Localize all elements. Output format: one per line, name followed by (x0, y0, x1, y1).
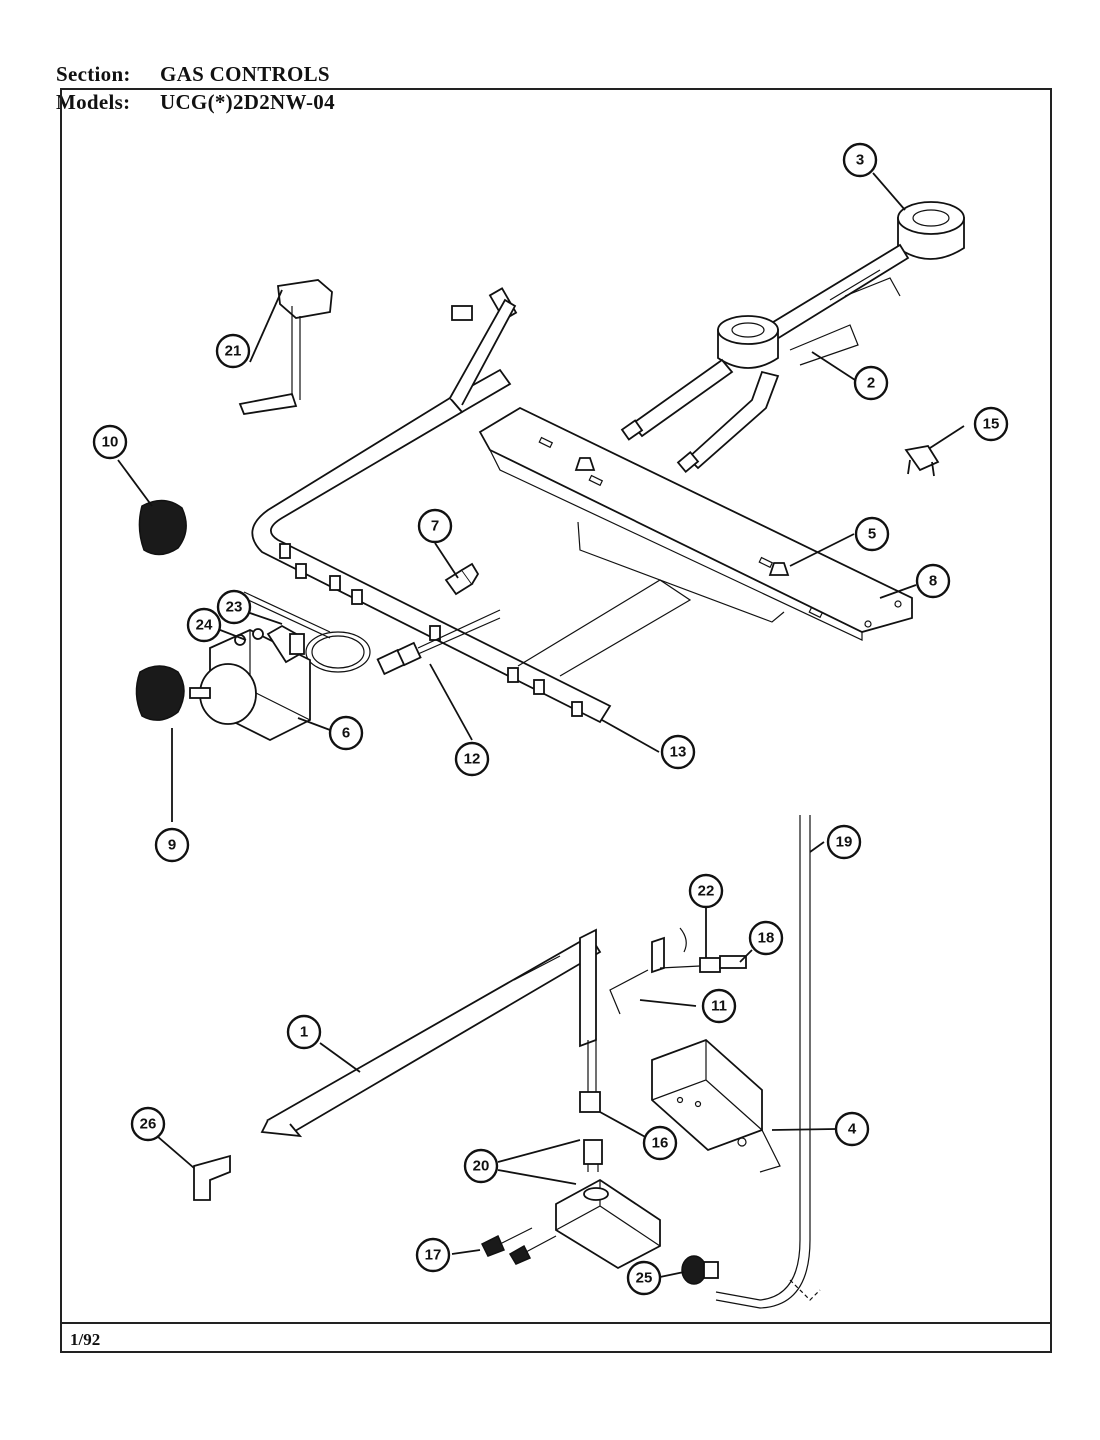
part-15-clip (904, 445, 940, 477)
part-9-knob (135, 665, 185, 721)
svg-text:20: 20 (473, 1158, 490, 1175)
svg-text:21: 21 (225, 343, 242, 360)
part-12-pilot-tube (376, 609, 501, 676)
part-11-18-22-ignitor (609, 927, 747, 1015)
svg-text:26: 26 (140, 1116, 157, 1133)
svg-text:2: 2 (867, 375, 875, 392)
models-value: UCG(*)2D2NW-04 (160, 90, 335, 114)
svg-text:19: 19 (836, 834, 853, 851)
part-13-manifold (251, 287, 612, 724)
callout-3: 3 (842, 142, 878, 178)
callout-13: 13 (660, 734, 696, 770)
part-19-supply-tube (715, 815, 821, 1309)
svg-text:11: 11 (711, 998, 727, 1015)
callout-12: 12 (454, 741, 490, 777)
part-20-regulator (555, 1139, 661, 1270)
leader-lines (117, 172, 965, 1278)
part-10-knob (138, 499, 187, 556)
svg-text:8: 8 (929, 573, 937, 590)
callout-17: 17 (415, 1237, 451, 1273)
svg-text:12: 12 (464, 751, 481, 768)
callout-18: 18 (748, 920, 784, 956)
part-5-orifice (574, 457, 790, 576)
svg-text:23: 23 (226, 599, 243, 616)
models-header: Models: UCG(*)2D2NW-04 (56, 90, 335, 115)
part-7-orifice-fitting (444, 562, 480, 596)
callout-9: 9 (154, 827, 190, 863)
callout-22: 22 (688, 873, 724, 909)
callout-5: 5 (854, 516, 890, 552)
part-8-support-bracket (478, 406, 913, 641)
part-2-burner-small (620, 315, 859, 474)
tubing-lines (243, 521, 785, 677)
callout-19: 19 (826, 824, 862, 860)
callout-25: 25 (626, 1260, 662, 1296)
svg-text:1: 1 (300, 1024, 308, 1041)
part-3-burner-large (758, 201, 965, 344)
svg-text:22: 22 (698, 883, 715, 900)
svg-text:7: 7 (431, 518, 439, 535)
callout-10: 10 (92, 424, 128, 460)
diagram-frame (60, 88, 1052, 1353)
section-label: Section: (56, 62, 131, 86)
callout-8: 8 (915, 563, 951, 599)
svg-text:3: 3 (856, 152, 864, 169)
part-26-bracket (193, 1154, 231, 1201)
callout-16: 16 (642, 1125, 678, 1161)
callout-6: 6 (328, 715, 364, 751)
section-header: Section: GAS CONTROLS (56, 62, 330, 87)
svg-text:4: 4 (848, 1121, 857, 1138)
svg-text:25: 25 (636, 1270, 653, 1287)
section-value: GAS CONTROLS (160, 62, 330, 86)
callout-4: 4 (834, 1111, 870, 1147)
callout-20: 20 (463, 1148, 499, 1184)
svg-text:16: 16 (652, 1135, 669, 1152)
callout-7: 7 (417, 508, 453, 544)
callout-1: 1 (286, 1014, 322, 1050)
svg-text:5: 5 (868, 526, 876, 543)
part-17-screws (480, 1227, 557, 1265)
svg-text:15: 15 (983, 416, 1000, 433)
callout-11: 11 (701, 988, 737, 1024)
svg-text:24: 24 (196, 617, 213, 634)
part-6-thermostat (189, 624, 311, 742)
footer-divider (60, 1322, 1052, 1324)
part-25-fitting (681, 1255, 719, 1285)
svg-text:9: 9 (168, 837, 176, 854)
svg-text:6: 6 (342, 725, 350, 742)
callout-26: 26 (130, 1106, 166, 1142)
part-21-switch (238, 279, 333, 415)
callout-15: 15 (973, 406, 1009, 442)
models-label: Models: (56, 90, 131, 114)
svg-text:17: 17 (425, 1247, 442, 1264)
svg-text:13: 13 (670, 744, 687, 761)
part-16-fitting (579, 1038, 601, 1113)
callout-21: 21 (215, 333, 251, 369)
svg-text:18: 18 (758, 930, 775, 947)
callout-23: 23 (216, 589, 252, 625)
callout-24: 24 (186, 607, 222, 643)
callout-2: 2 (853, 365, 889, 401)
part-4-bracket (651, 1038, 781, 1173)
svg-text:10: 10 (102, 434, 119, 451)
revision-date: 1/92 (70, 1330, 101, 1349)
